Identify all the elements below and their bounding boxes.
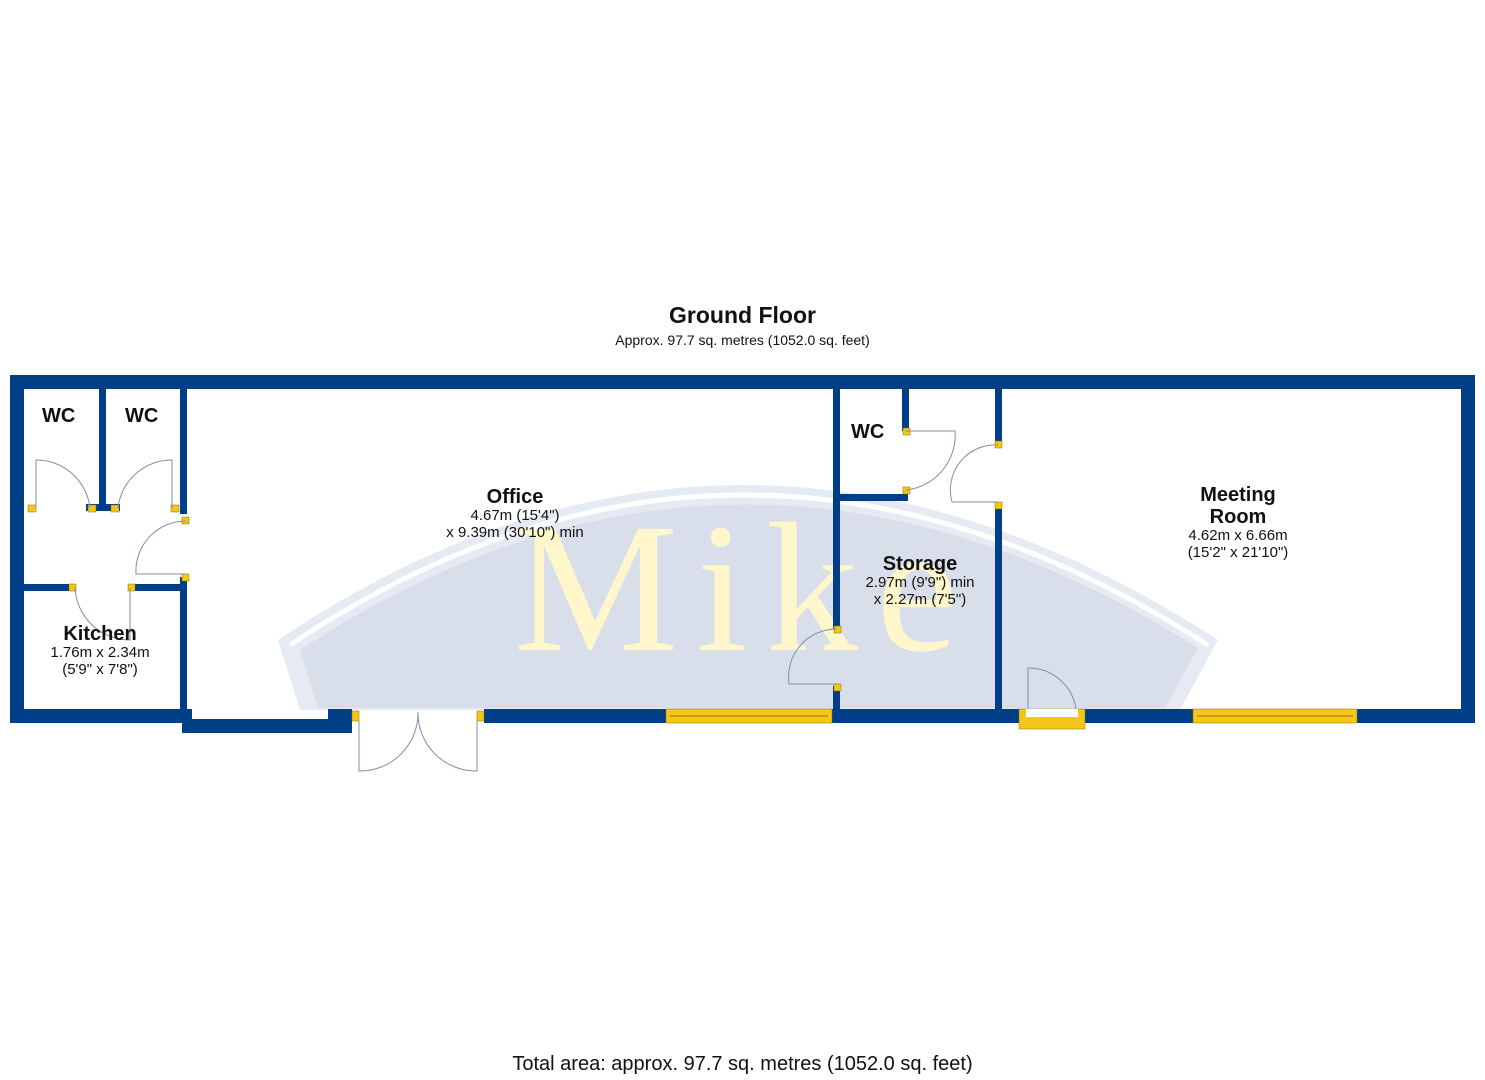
- room-meeting-room: Meeting Room 4.62m x 6.66m (15'2" x 21'1…: [1148, 484, 1328, 561]
- room-wc-3-label: WC: [851, 421, 885, 443]
- total-area: Total area: approx. 97.7 sq. metres (105…: [512, 1053, 973, 1075]
- floor-title: Ground Floor: [669, 302, 816, 328]
- room-dimensions-2: x 2.27m (7'5"): [873, 590, 967, 608]
- room-wc-1-label: WC: [42, 405, 76, 427]
- room-kitchen: Kitchen 1.76m x 2.34m (5'9" x 7'8"): [20, 623, 180, 678]
- room-wc-2-label: WC: [125, 405, 159, 427]
- room-name: Office: [486, 486, 544, 508]
- room-dimensions-imperial: (15'2" x 21'10"): [1187, 543, 1289, 561]
- watermark-logo: Mike: [278, 485, 1218, 710]
- room-name-line1: Meeting: [1200, 484, 1276, 506]
- room-dimensions: 1.76m x 2.34m: [50, 644, 150, 661]
- room-name: Kitchen: [63, 623, 137, 645]
- room-name-line2: Room: [1209, 506, 1267, 528]
- room-dimensions: 2.97m (9'9") min: [865, 574, 975, 591]
- room-dimensions-imperial: (5'9" x 7'8"): [62, 660, 138, 678]
- room-dimensions-2: x 9.39m (30'10") min: [446, 523, 584, 541]
- floor-area: Approx. 97.7 sq. metres (1052.0 sq. feet…: [615, 332, 870, 348]
- room-name: Storage: [882, 553, 958, 575]
- room-dimensions: 4.67m (15'4"): [470, 507, 560, 524]
- svg-text:Mike: Mike: [514, 486, 977, 691]
- room-storage: Storage 2.97m (9'9") min x 2.27m (7'5"): [840, 553, 1000, 608]
- room-dimensions: 4.62m x 6.66m: [1188, 527, 1288, 544]
- room-office: Office 4.67m (15'4") x 9.39m (30'10") mi…: [405, 486, 625, 541]
